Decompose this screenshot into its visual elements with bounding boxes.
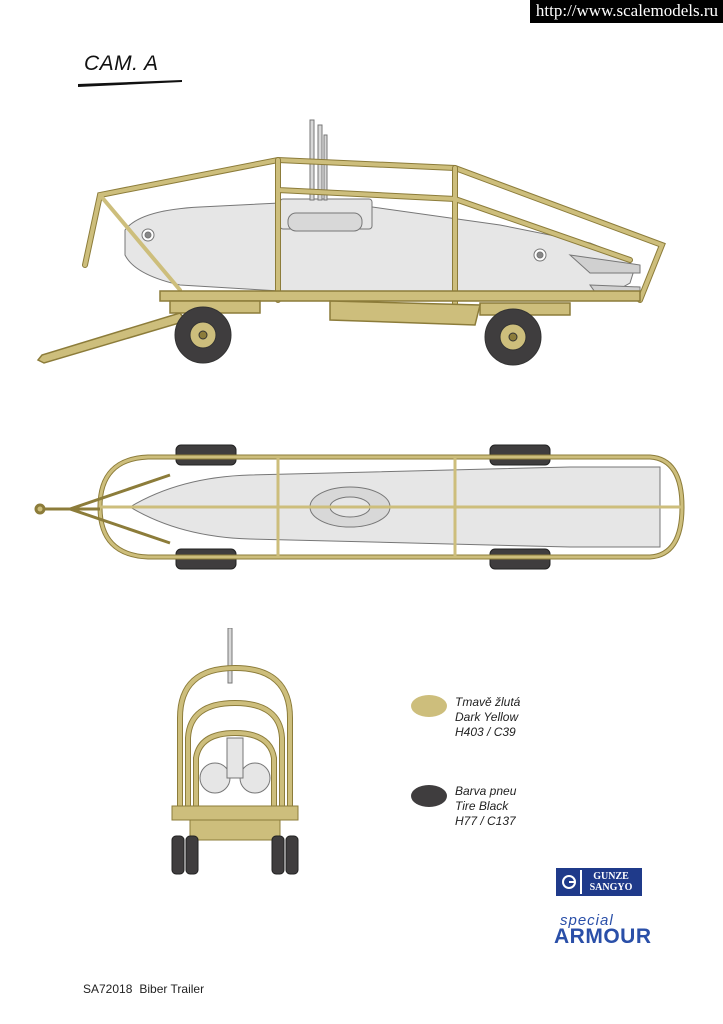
title-underline: [78, 80, 182, 87]
rear-wheel-side: [484, 308, 542, 366]
chassis-rear: [171, 805, 299, 841]
product-name: Biber Trailer: [139, 982, 205, 996]
submarine-rear: [199, 737, 271, 794]
special-armour-logo: special ARMOUR: [554, 912, 651, 950]
dark-yellow-swatch: [411, 695, 447, 717]
rear-view-drawing: [171, 628, 299, 875]
trailer-chassis: [36, 290, 641, 364]
armour-word: ARMOUR: [554, 925, 652, 948]
wheels-rear: [171, 835, 299, 875]
gunze-emblem-icon: [558, 870, 580, 894]
transport-cage-frame: [82, 156, 666, 308]
legend-tire-black: Barva pneu Tire Black H77 / C137: [455, 784, 516, 829]
front-wheel-side: [174, 306, 232, 364]
gunze-line2: SANGYO: [589, 882, 633, 893]
legend-czech-name: Tmavě žlutá: [455, 695, 521, 709]
product-code-footer: SA72018 Biber Trailer: [83, 982, 204, 996]
drawbar-top: [34, 473, 171, 545]
cage-frame-top: [97, 454, 685, 560]
legend-english-name: Dark Yellow: [455, 710, 519, 724]
side-view-drawing: [36, 119, 666, 366]
legend-czech-name: Barva pneu: [455, 784, 517, 798]
tire-black-swatch: [411, 785, 447, 807]
camouflage-title: CAM. A: [84, 52, 159, 75]
gunze-sangyo-logo: GUNZE SANGYO: [556, 868, 642, 896]
legend-paint-code: H77 / C137: [455, 814, 516, 828]
legend-dark-yellow: Tmavě žlutá Dark Yellow H403 / C39: [455, 695, 520, 740]
special-word: special: [560, 912, 614, 929]
legend-paint-code: H403 / C39: [455, 725, 516, 739]
cage-arches-rear-fill: [178, 665, 292, 808]
legend-english-name: Tire Black: [455, 799, 509, 813]
top-view-drawing: [34, 444, 685, 570]
gunze-line1: GUNZE: [593, 871, 629, 882]
submarine-hull-side: [124, 198, 641, 302]
product-code: SA72018: [83, 982, 133, 996]
watermark-url: http://www.scalemodels.ru: [529, 0, 723, 23]
mast-rear: [227, 628, 233, 684]
